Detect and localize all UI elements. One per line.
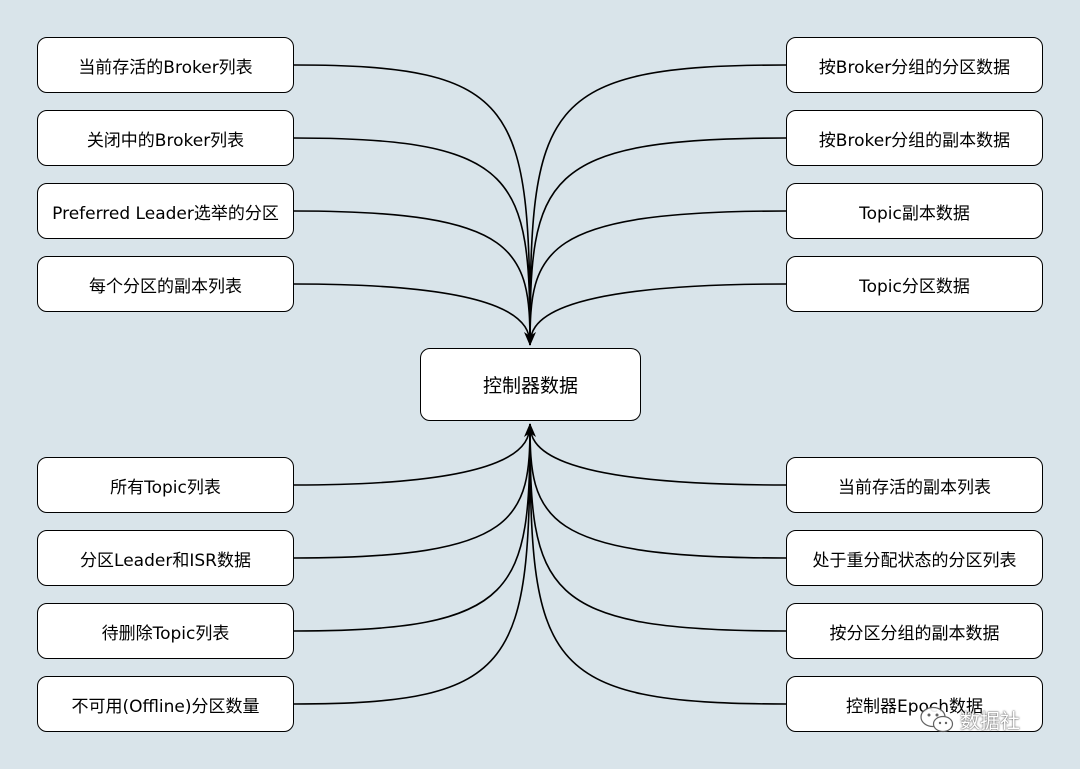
node-replicas-by-broker: 按Broker分组的副本数据	[786, 110, 1043, 166]
edge-left-top-3	[293, 283, 531, 346]
edge-right-bottom-0	[529, 423, 787, 486]
edge-right-top-3	[529, 283, 787, 346]
edge-right-bottom-3	[529, 423, 787, 705]
node-alive-broker-list: 当前存活的Broker列表	[37, 37, 294, 93]
node-controller-epoch: 控制器Epoch数据	[786, 676, 1043, 732]
edge-right-bottom-1	[529, 423, 787, 559]
node-replicas-by-partition: 按分区分组的副本数据	[786, 603, 1043, 659]
node-controller-data: 控制器数据	[420, 348, 641, 421]
arrowhead-top	[524, 332, 536, 346]
watermark: 数据社	[920, 705, 1020, 734]
edge-left-top-1	[293, 137, 531, 346]
edge-right-top-0	[529, 64, 787, 346]
node-reassigning-partitions: 处于重分配状态的分区列表	[786, 530, 1043, 586]
node-partitions-by-broker: 按Broker分组的分区数据	[786, 37, 1043, 93]
edge-right-top-1	[529, 137, 787, 346]
node-alive-replica-list: 当前存活的副本列表	[786, 457, 1043, 513]
edge-left-bottom-1	[293, 423, 531, 559]
edge-left-bottom-3	[293, 423, 531, 705]
arrowhead-bottom	[524, 423, 536, 437]
node-preferred-leader-partitions: Preferred Leader选举的分区	[37, 183, 294, 239]
edge-right-top-2	[529, 210, 787, 346]
wechat-icon	[920, 706, 954, 732]
node-partition-replica-list: 每个分区的副本列表	[37, 256, 294, 312]
edge-left-top-2	[293, 210, 531, 346]
node-topic-partition-data: Topic分区数据	[786, 256, 1043, 312]
node-offline-partition-count: 不可用(Offline)分区数量	[37, 676, 294, 732]
node-topics-to-delete: 待删除Topic列表	[37, 603, 294, 659]
node-shutting-down-broker-list: 关闭中的Broker列表	[37, 110, 294, 166]
node-partition-leader-isr: 分区Leader和ISR数据	[37, 530, 294, 586]
edge-left-top-0	[293, 64, 531, 346]
node-all-topics-list: 所有Topic列表	[37, 457, 294, 513]
node-topic-replica-data: Topic副本数据	[786, 183, 1043, 239]
edge-left-bottom-0	[293, 423, 531, 486]
watermark-text: 数据社	[960, 709, 1020, 733]
